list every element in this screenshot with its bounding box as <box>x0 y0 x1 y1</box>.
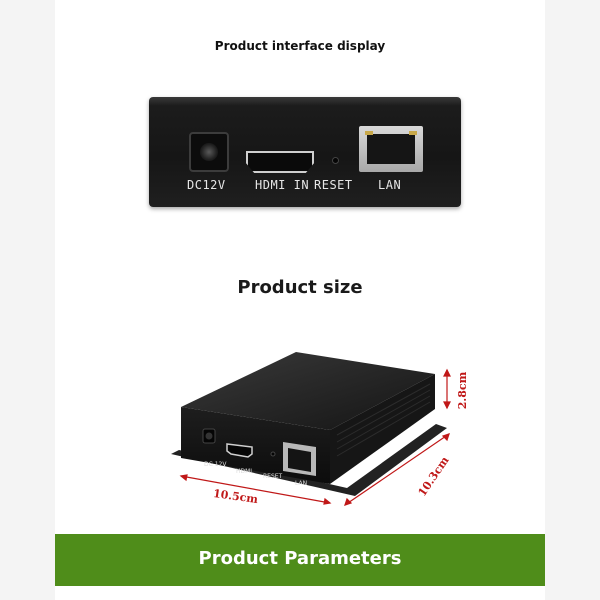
dimension-height-label: 2.8cm <box>456 371 470 410</box>
label-dc12v: DC12V <box>187 178 226 192</box>
label-hdmi-in: HDMI IN <box>255 178 310 192</box>
side-ribs <box>336 383 431 457</box>
label-lan: LAN <box>378 178 402 192</box>
dimension-lines <box>179 368 451 506</box>
reset-button-hole <box>332 157 339 164</box>
size-label-hdmi: HDMI <box>236 468 253 475</box>
interface-heading: Product interface display <box>214 39 386 53</box>
product-parameters-banner: Product Parameters <box>55 534 545 586</box>
product-detail-page: Product interface display DC12V HDMI IN … <box>55 0 545 600</box>
lan-port <box>359 126 423 172</box>
device-3d-illustration <box>171 352 451 506</box>
size-heading: Product size <box>237 277 363 298</box>
hdmi-port-3d <box>226 443 253 458</box>
hdmi-in-port <box>246 151 314 173</box>
size-label-lan: LAN <box>295 480 308 487</box>
dc-jack-pin <box>205 432 213 440</box>
reset-hole-3d <box>270 451 276 457</box>
device-top-face <box>181 352 435 430</box>
lan-led-left <box>365 131 373 135</box>
dc-power-jack <box>189 132 229 172</box>
banner-title: Product Parameters <box>198 548 402 569</box>
label-reset: RESET <box>314 178 353 192</box>
mounting-flange <box>171 424 447 496</box>
size-label-dc12v: DC 12V <box>204 461 227 468</box>
lan-led-right <box>409 131 417 135</box>
rear-panel-photo: DC12V HDMI IN RESET LAN <box>149 97 461 207</box>
size-label-reset: RESET <box>263 473 283 480</box>
